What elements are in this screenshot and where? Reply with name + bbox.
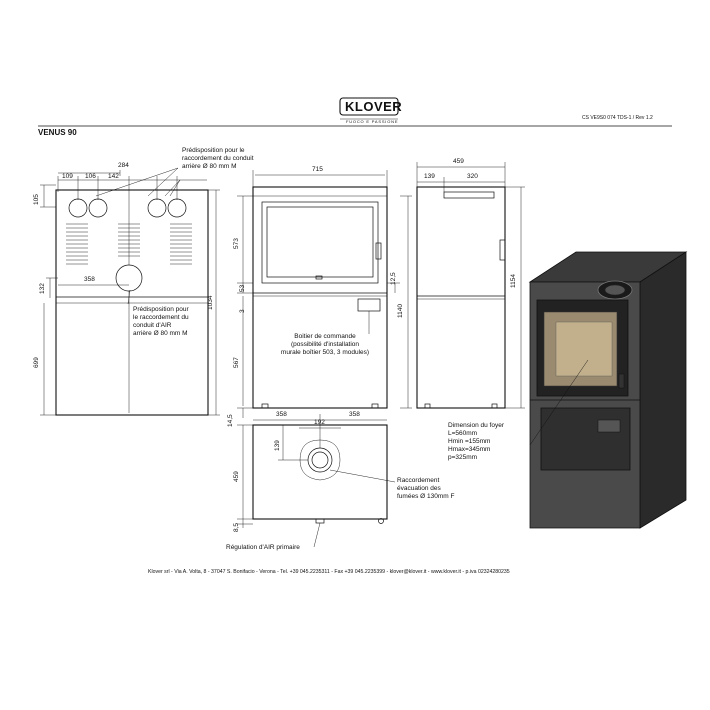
dim-back-132: 132 — [39, 283, 46, 294]
dim-back-358: 358 — [84, 276, 95, 283]
dim-back-699: 699 — [33, 357, 40, 368]
top-flue-collar — [299, 439, 341, 481]
dim-front-567: 567 — [233, 357, 240, 368]
company-footer: Klover srl - Via A. Volta, 8 - 37047 S. … — [148, 569, 510, 575]
front-handle — [375, 242, 382, 260]
dim-back-142: 142 — [108, 173, 119, 180]
dim-top-192: 192 — [314, 419, 325, 426]
dim-back-109: 109 — [62, 173, 73, 180]
stove-firebox-back — [555, 321, 613, 377]
side-handle — [499, 239, 506, 261]
stove-storage-bay — [540, 407, 631, 471]
dim-top-358-left: 358 — [276, 411, 287, 418]
stove-handle — [618, 373, 625, 389]
front-logo-plate — [315, 275, 323, 280]
brand-logo: KLOVER — [345, 99, 403, 114]
side-top-vent — [443, 191, 495, 199]
front-dimension-lines — [237, 170, 412, 418]
dim-back-1034: 1034 — [207, 295, 214, 310]
front-door — [261, 201, 379, 284]
dim-side-459: 459 — [453, 158, 464, 165]
stove-side-face — [639, 251, 687, 529]
top-air-regulator — [315, 518, 325, 524]
dim-top-459: 459 — [233, 471, 240, 482]
dim-top-358-right: 358 — [349, 411, 360, 418]
front-view — [237, 170, 412, 418]
dim-front-3: 3 — [239, 309, 246, 313]
back-port-4 — [167, 198, 187, 218]
front-foot-right — [371, 403, 379, 409]
dim-side-320: 320 — [467, 173, 478, 180]
back-air-port — [115, 264, 143, 292]
side-body — [416, 186, 506, 409]
top-view — [237, 414, 396, 548]
dim-back-106: 106 — [85, 173, 96, 180]
side-foot-left — [424, 403, 431, 409]
dim-side-1154: 1154 — [510, 274, 517, 288]
note-control-box: Boitier de commande(possibilité d'instal… — [280, 333, 370, 356]
top-dimension-lines — [237, 414, 396, 548]
stove-flue-opening — [604, 284, 626, 296]
document-code: CS VE9S0 074 TDS-1 / Rev 1.2 — [582, 115, 653, 121]
top-flue-inner — [311, 451, 329, 469]
front-body — [252, 186, 388, 409]
back-view — [40, 167, 220, 416]
dim-front-1140: 1140 — [397, 304, 404, 318]
perspective-view — [528, 251, 688, 529]
dim-side-139: 139 — [424, 173, 435, 180]
dim-front-12-5: 12,5 — [390, 272, 397, 285]
back-port-3 — [147, 198, 167, 218]
dim-back-284: 284 — [118, 162, 129, 169]
note-air-regulation: Régulation d'AIR primaire — [226, 544, 300, 551]
side-dimension-lines — [416, 162, 525, 409]
dim-front-573: 573 — [233, 238, 240, 249]
dim-front-53: 53 — [239, 284, 246, 292]
stove-control-panel — [597, 419, 621, 433]
brand-tagline: FUOCO E PASSIONE — [346, 119, 399, 124]
top-flue-outer — [307, 447, 333, 473]
top-foot — [378, 518, 384, 524]
model-title: VENUS 90 — [38, 128, 77, 137]
firebox-leader — [529, 359, 589, 446]
dim-front-14-5: 14,5 — [227, 414, 234, 427]
front-control-box — [357, 298, 381, 312]
back-body — [55, 189, 209, 416]
back-port-1 — [68, 198, 88, 218]
dim-top-139: 139 — [274, 440, 281, 451]
back-dimension-lines — [40, 167, 220, 416]
dim-front-715: 715 — [312, 166, 323, 173]
front-foot-left — [261, 403, 269, 409]
front-glass — [266, 206, 374, 278]
back-port-2 — [88, 198, 108, 218]
logo-frame — [339, 97, 399, 116]
dim-top-8-5: 8,5 — [233, 522, 240, 532]
side-foot-right — [491, 403, 498, 409]
dim-back-105: 105 — [33, 194, 40, 205]
side-view — [416, 162, 525, 409]
